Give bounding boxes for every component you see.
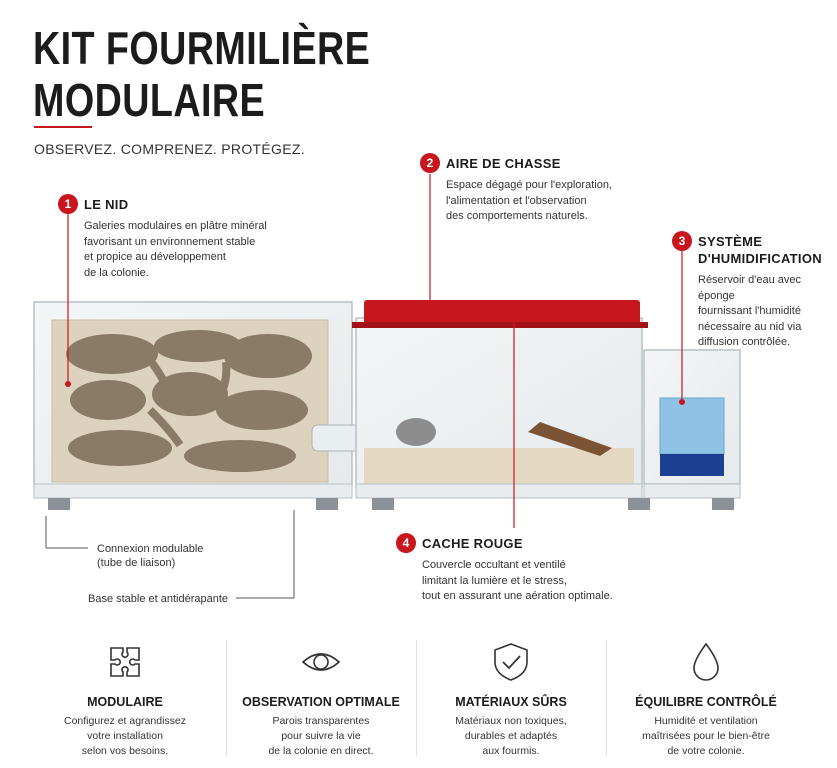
tagline: OBSERVEZ. COMPRENEZ. PROTÉGEZ.	[34, 141, 305, 157]
shield-check-icon	[494, 643, 528, 681]
callout-4-title: CACHE ROUGE	[422, 536, 523, 551]
divider	[226, 640, 227, 756]
callout-2-badge: 2	[420, 153, 440, 173]
feature-title: OBSERVATION OPTIMALE	[242, 695, 400, 709]
feature-desc: Parois transparentes pour suivre la vie …	[268, 715, 374, 757]
page-title: KIT FOURMILIÈRE MODULAIRE	[33, 22, 370, 126]
feature-desc: Humidité et ventilation maîtrisées pour …	[642, 715, 770, 757]
title-line-1: KIT FOURMILIÈRE	[33, 22, 371, 74]
feature-desc: Configurez et agrandissez votre installa…	[64, 715, 186, 757]
callout-1-badge: 1	[58, 194, 78, 214]
hunting-area	[355, 317, 643, 499]
feature-title: MODULAIRE	[87, 695, 163, 709]
callout-1-title: LE NID	[84, 197, 129, 212]
eye-icon	[301, 653, 341, 671]
nest-module	[33, 301, 353, 499]
ant-farm-illustration	[33, 174, 741, 599]
callout-3-badge: 3	[672, 231, 692, 251]
water-drop-icon	[693, 642, 719, 681]
feature-title: ÉQUILIBRE CONTRÔLÉ	[635, 695, 777, 709]
feature-materiaux: MATÉRIAUX SÛRS Matériaux non toxiques, d…	[416, 640, 606, 759]
callout-3-desc: Réservoir d'eau avec éponge fournissant …	[698, 274, 802, 348]
callout-4-badge: 4	[396, 533, 416, 553]
callout-2-desc: Espace dégagé pour l'exploration, l'alim…	[446, 179, 612, 222]
humidifier-module	[643, 349, 741, 499]
divider	[606, 640, 607, 756]
callout-2-title: AIRE DE CHASSE	[446, 156, 561, 171]
red-cover	[352, 300, 648, 328]
callout-3-title: SYSTÈME D'HUMIDIFICATION	[698, 234, 822, 266]
base-annotation: Base stable et antidérapante	[88, 593, 229, 605]
connection-annotation: Connexion modulable (tube de liaison)	[97, 543, 204, 569]
title-underline	[34, 126, 92, 128]
feature-desc: Matériaux non toxiques, durables et adap…	[455, 715, 567, 757]
feature-title: MATÉRIAUX SÛRS	[455, 695, 567, 709]
feature-observation: OBSERVATION OPTIMALE Parois transparente…	[226, 640, 416, 759]
callout-4-desc: Couvercle occultant et ventilé limitant …	[422, 559, 613, 602]
callout-1-desc: Galeries modulaires en plâtre minéral fa…	[84, 220, 267, 279]
title-line-2: MODULAIRE	[33, 74, 266, 126]
feature-equilibre: ÉQUILIBRE CONTRÔLÉ Humidité et ventilati…	[606, 640, 806, 759]
puzzle-icon	[110, 647, 140, 677]
divider	[416, 640, 417, 756]
feature-modulaire: MODULAIRE Configurez et agrandissez votr…	[30, 640, 220, 759]
